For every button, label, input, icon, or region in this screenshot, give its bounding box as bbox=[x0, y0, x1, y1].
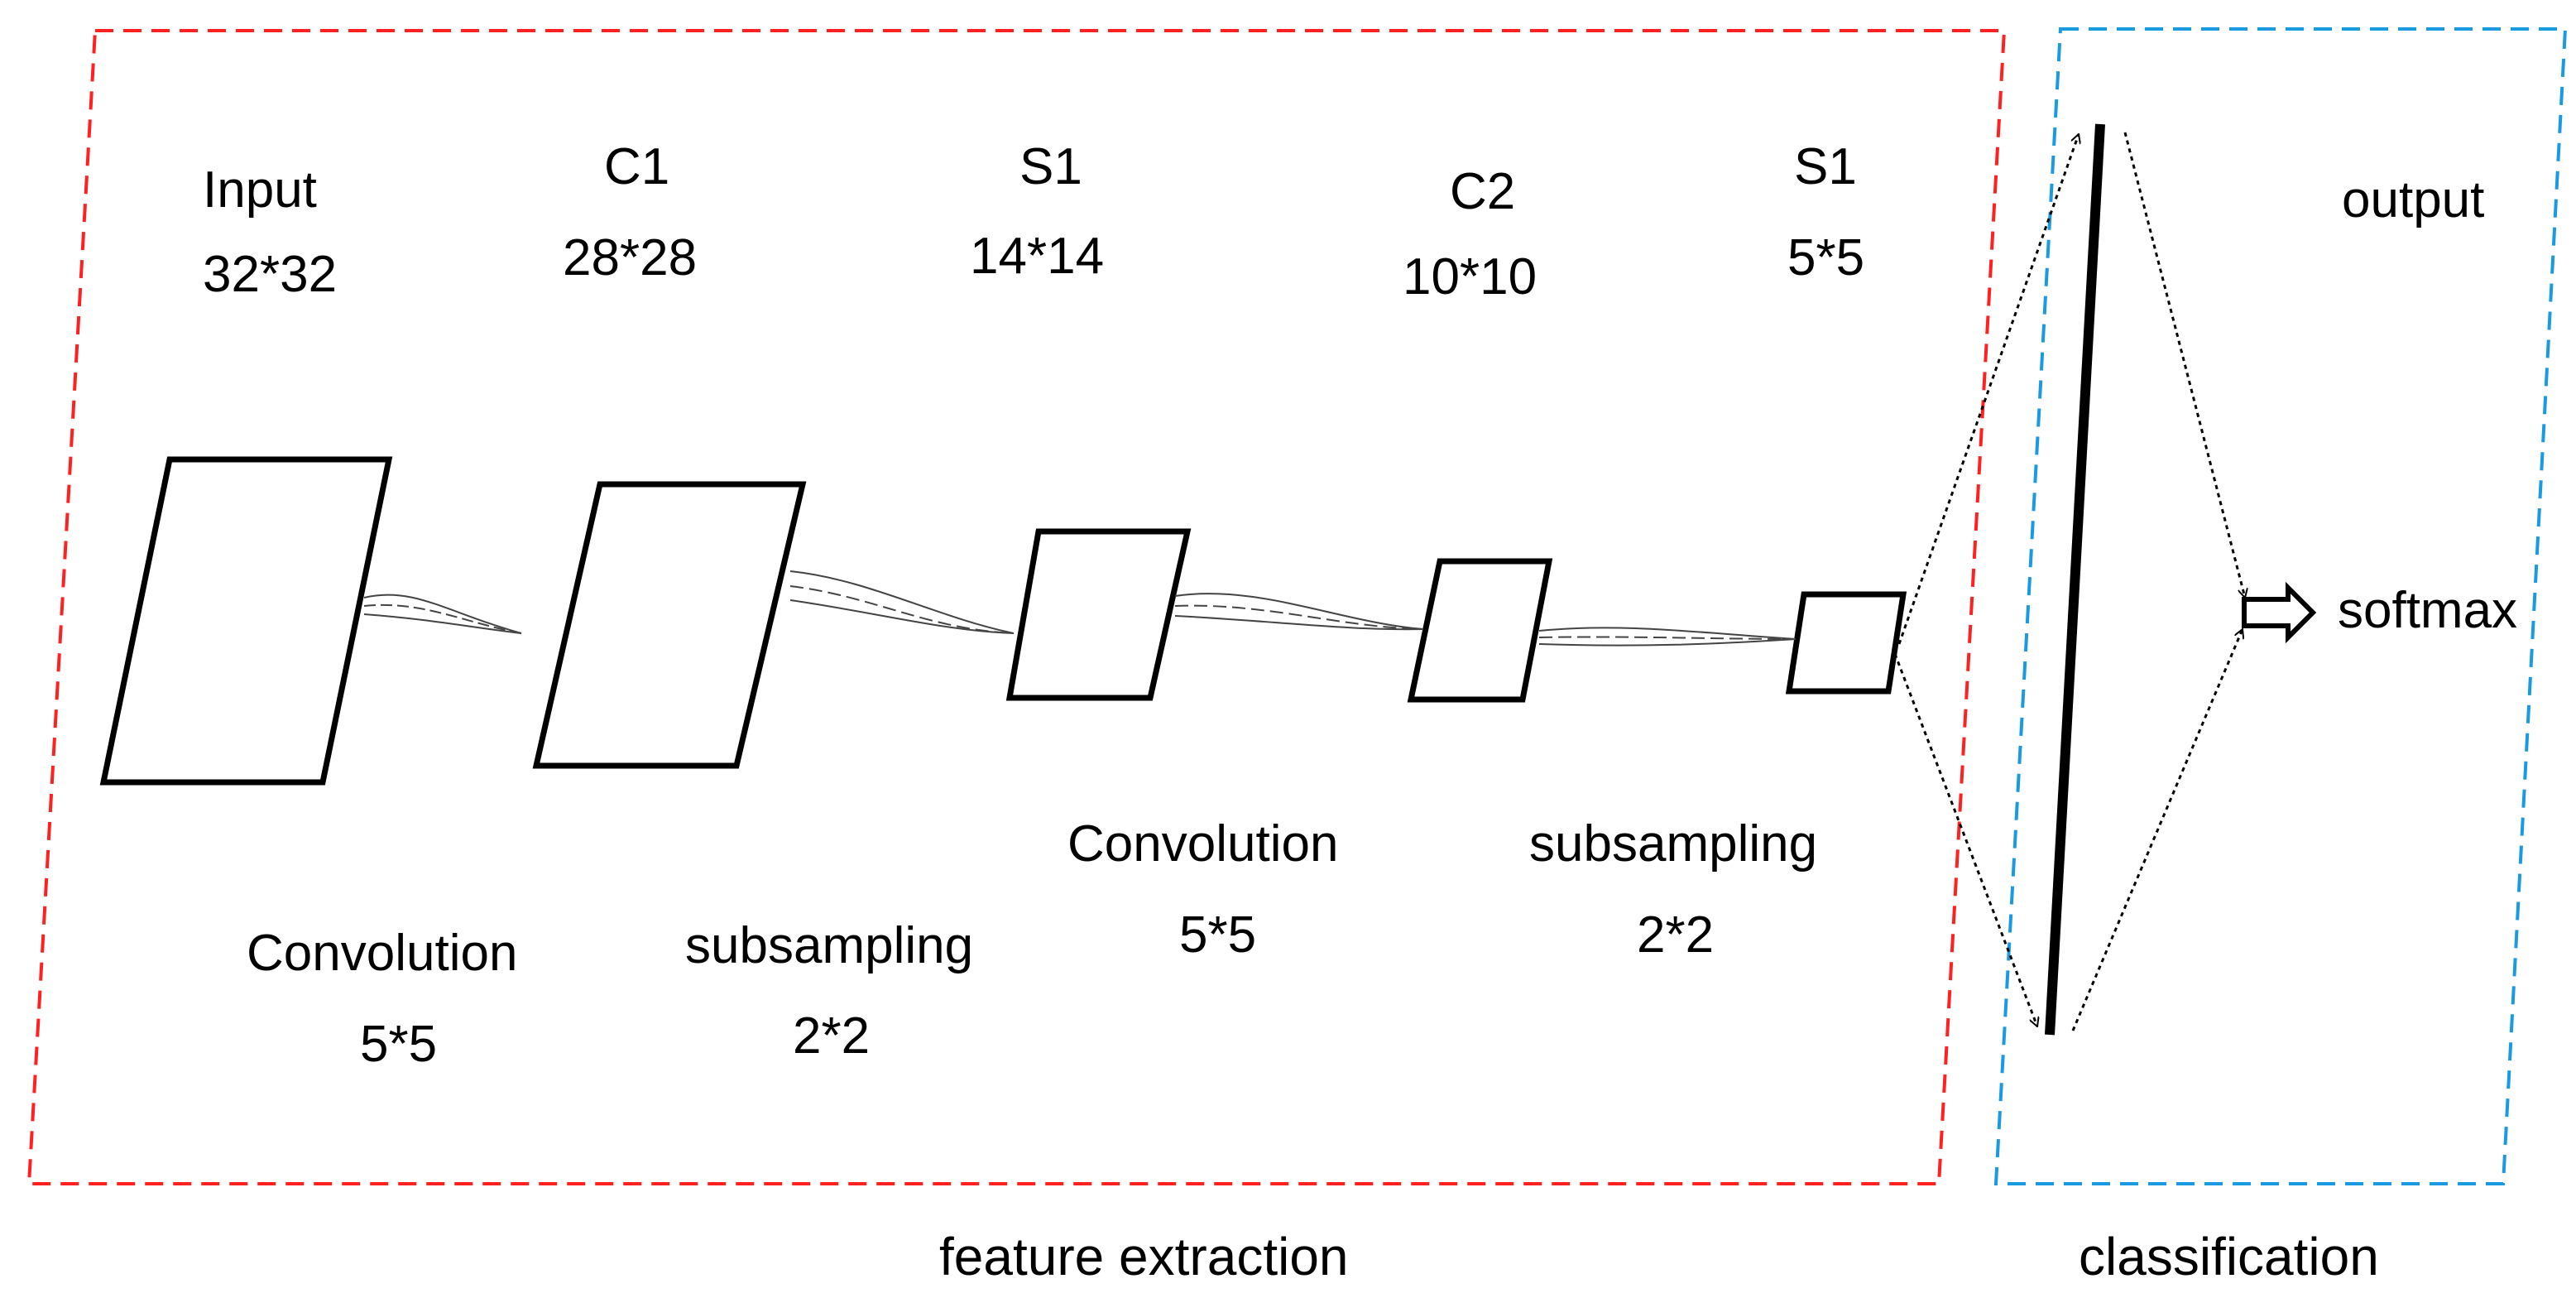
feature-extraction-box bbox=[26, 29, 2007, 1185]
softmax-label: softmax bbox=[2338, 582, 2517, 639]
op-name-conv1: Convolution bbox=[247, 925, 517, 982]
c1-feature-map bbox=[532, 481, 807, 769]
op-kernel-sub1: 2*2 bbox=[793, 1007, 870, 1065]
dotted-arrows bbox=[1893, 132, 2245, 1031]
classification-box bbox=[1993, 27, 2568, 1185]
connector-c2-s1small bbox=[1538, 627, 1796, 640]
op-kernel-conv1: 5*5 bbox=[360, 1016, 437, 1073]
output-label: output bbox=[2342, 171, 2484, 228]
c2-feature-map bbox=[1407, 558, 1553, 703]
fully-connected-vector bbox=[2045, 123, 2105, 1036]
arrow-vector-bottom-to-output bbox=[2071, 629, 2243, 1031]
connector-input-c1 bbox=[363, 594, 522, 634]
op-kernel-conv2: 5*5 bbox=[1179, 906, 1256, 964]
connector-s1-c2 bbox=[1174, 593, 1424, 630]
op-name-sub2: subsampling bbox=[1529, 815, 1817, 873]
layer-size-s1: 14*14 bbox=[970, 228, 1104, 285]
arrow-to-vector-top bbox=[1897, 134, 2079, 645]
layer-name-c1: C1 bbox=[604, 138, 669, 195]
layer-name-s1: S1 bbox=[1019, 138, 1082, 195]
s1-feature-map bbox=[1005, 528, 1192, 701]
feature-extraction-caption: feature extraction bbox=[939, 1227, 1349, 1286]
map-connectors bbox=[363, 570, 1796, 647]
classification-caption: classification bbox=[2079, 1227, 2379, 1286]
layer-size-c2: 10*10 bbox=[1403, 248, 1537, 305]
layer-size-input: 32*32 bbox=[203, 246, 337, 303]
op-kernel-sub2: 2*2 bbox=[1637, 906, 1714, 964]
softmax-arrow-icon bbox=[2242, 581, 2317, 644]
arrow-to-vector-bottom bbox=[1893, 653, 2037, 1026]
layer-size-c1: 28*28 bbox=[563, 229, 697, 286]
layer-name-input: Input bbox=[203, 161, 317, 219]
op-name-conv2: Convolution bbox=[1067, 815, 1338, 873]
s1-small-feature-map bbox=[1785, 591, 1907, 695]
input-feature-map bbox=[99, 456, 393, 786]
connector-c1-s1 bbox=[789, 570, 1015, 634]
layer-name-c2: C2 bbox=[1450, 163, 1515, 220]
op-name-sub1: subsampling bbox=[685, 917, 973, 974]
arrow-vector-top-to-output bbox=[2123, 132, 2245, 598]
layer-name-s1-small: S1 bbox=[1794, 138, 1857, 195]
layer-size-s1-small: 5*5 bbox=[1787, 229, 1864, 286]
